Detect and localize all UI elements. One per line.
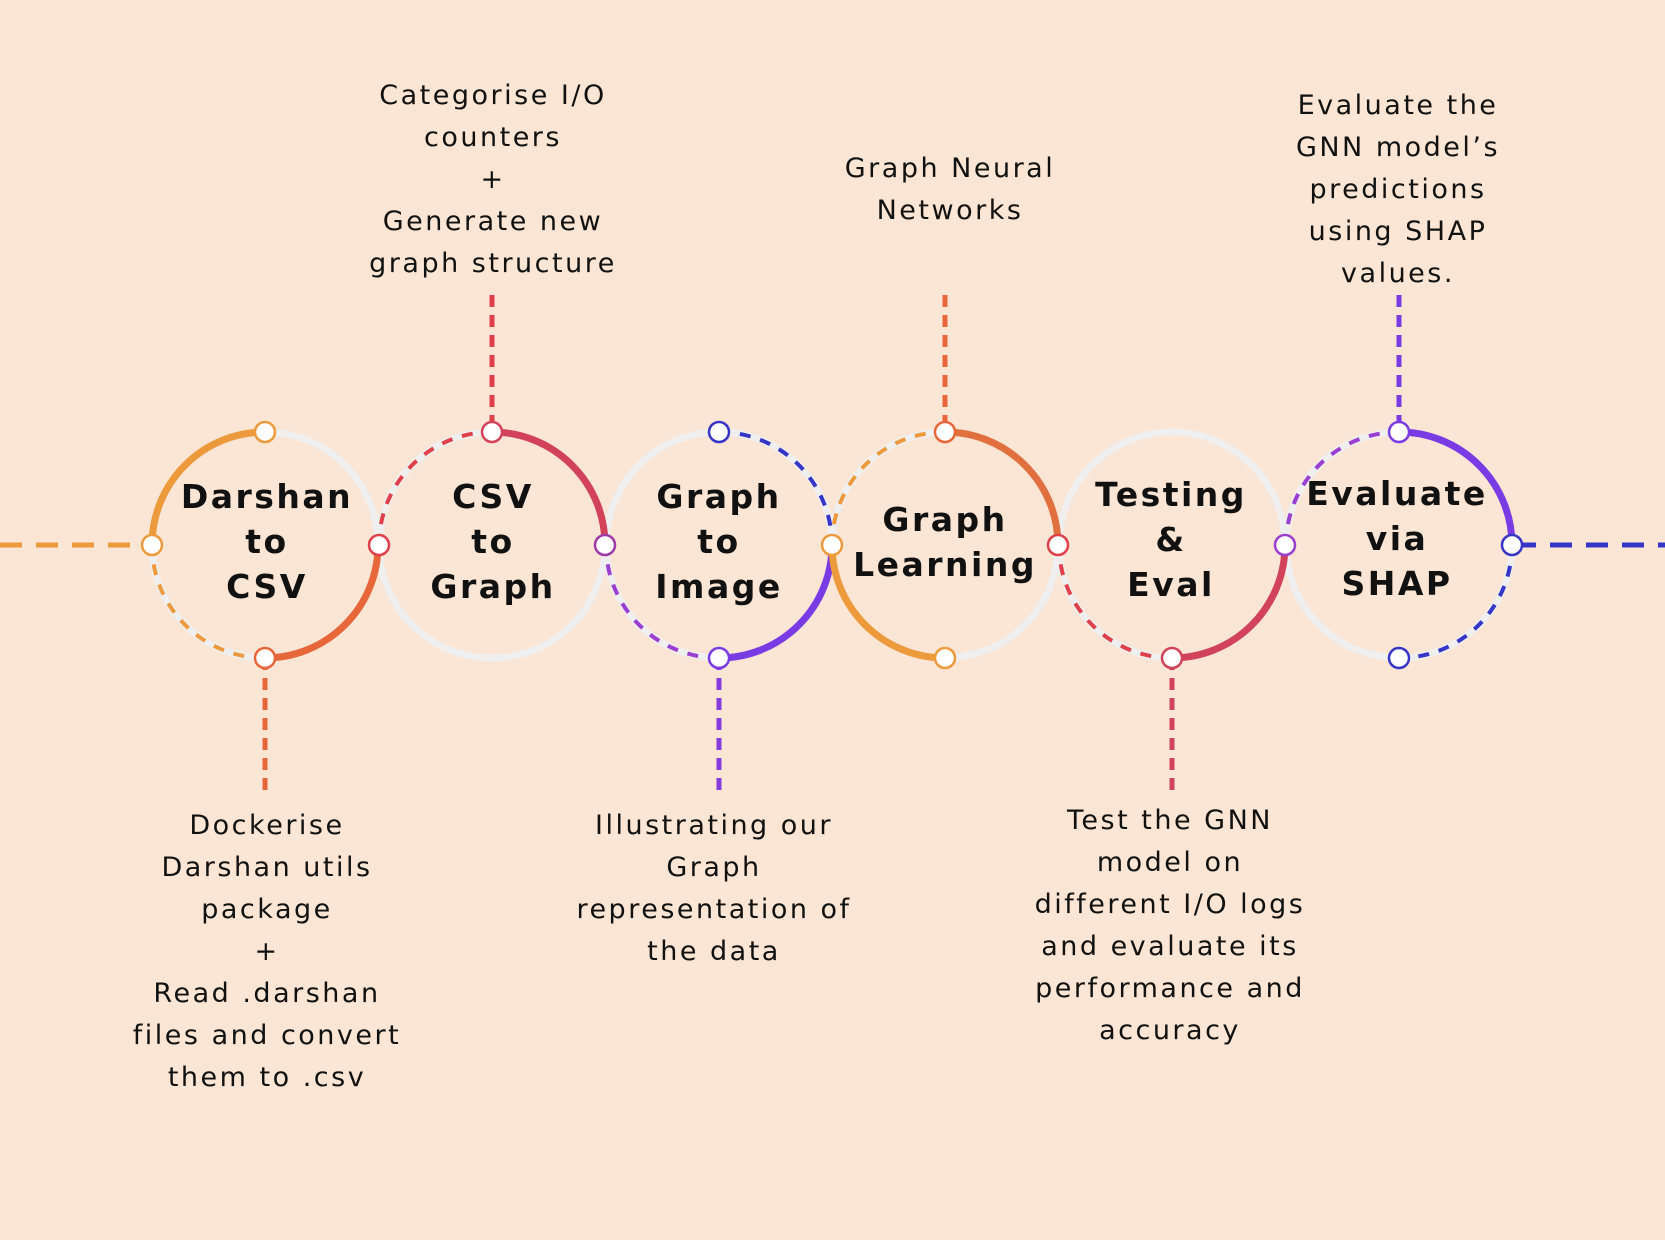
junction-dot: [1160, 646, 1184, 670]
stage-1-description: Dockerise Darshan utils package + Read .…: [132, 810, 402, 1093]
junction-dot: [1046, 533, 1070, 557]
stage-3-arc-dashed-b: [604, 544, 720, 660]
stage-2-description: Categorise I/O counters + Generate new g…: [369, 80, 617, 279]
stage-5-description: Test the GNN model on different I/O logs…: [1034, 805, 1306, 1046]
stage-2-arc-a: [488, 428, 609, 549]
junction-dot: [1387, 420, 1411, 444]
stage-5-title: Testing & Eval: [1095, 475, 1247, 604]
junction-dot: [253, 646, 277, 670]
stage-4-arc-a: [941, 428, 1062, 549]
junction-dot: [253, 420, 277, 444]
stage-3-description: Illustrating our Graph representation of…: [576, 810, 852, 967]
stage-6-arc-dashed-b: [1284, 430, 1400, 546]
stage-4-arc-b: [828, 541, 949, 662]
stage-2-arc-dashed: [377, 430, 493, 546]
stage-1-arc-dashed: [150, 544, 266, 660]
junction-dot: [1387, 646, 1411, 670]
junction-dot: [593, 533, 617, 557]
stage-2-title: CSV to Graph: [430, 477, 556, 606]
stage-1-arc-a: [148, 428, 269, 549]
stage-1-title: Darshan to CSV: [180, 477, 354, 606]
stage-6-description: Evaluate the GNN model’s predictions usi…: [1295, 90, 1501, 289]
stage-6-arc-dashed-a: [1398, 544, 1514, 660]
junction-dot: [480, 420, 504, 444]
junction-dot: [707, 646, 731, 670]
junction-dot: [933, 420, 957, 444]
stage-3-arc-a: [715, 541, 836, 662]
junction-dot: [820, 533, 844, 557]
stage-4-arc-dashed: [830, 430, 946, 546]
stage-3-arc-dashed-a: [718, 430, 834, 546]
stage-6-arc-a: [1395, 428, 1516, 549]
junction-dot: [1500, 533, 1524, 557]
junction-dot: [367, 533, 391, 557]
junction-dot: [707, 420, 731, 444]
stage-4-title: Graph Learning: [853, 500, 1037, 584]
stage-1-arc-b: [261, 541, 382, 662]
stage-3-title: Graph to Image: [655, 477, 783, 606]
stage-6-title: Evaluate via SHAP: [1306, 474, 1488, 603]
junction-dot: [140, 533, 164, 557]
junction-dot: [933, 646, 957, 670]
junction-dot: [1273, 533, 1297, 557]
stage-5-arc-a: [1168, 541, 1289, 662]
stage-5-arc-dashed: [1057, 544, 1173, 660]
stage-4-description: Graph Neural Networks: [844, 153, 1056, 226]
